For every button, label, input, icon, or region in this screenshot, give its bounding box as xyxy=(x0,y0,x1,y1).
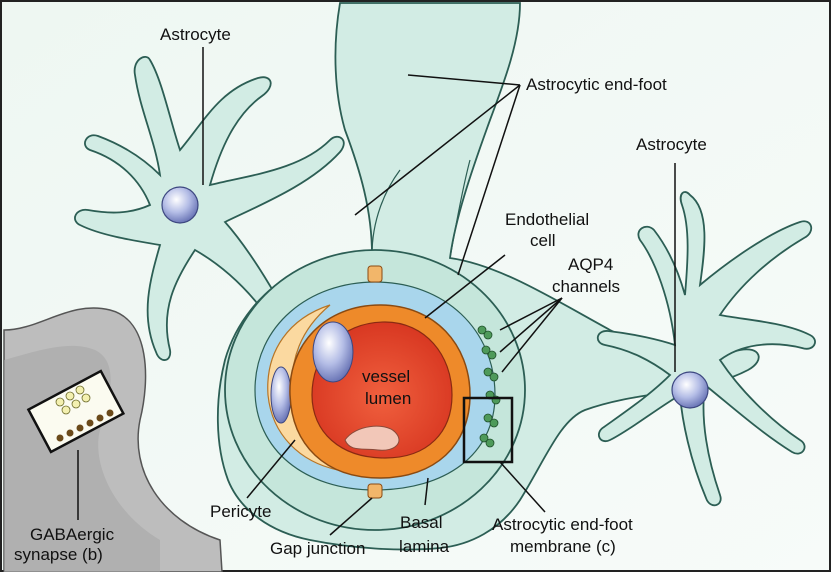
astrocyte-right-nucleus xyxy=(672,372,708,408)
label-astrocyte-top-left: Astrocyte xyxy=(160,25,231,44)
label-endothelial-1: Endothelial xyxy=(505,210,589,229)
label-basal-2: lamina xyxy=(399,537,450,556)
gap-junction-top xyxy=(368,266,382,282)
label-gaba-1: GABAergic xyxy=(30,525,115,544)
label-lumen-1: vessel xyxy=(362,367,410,386)
label-astrocyte-right: Astrocyte xyxy=(636,135,707,154)
label-endothelial-2: cell xyxy=(530,231,556,250)
label-aqp4-1: AQP4 xyxy=(568,255,613,274)
label-gap-junction: Gap junction xyxy=(270,539,365,558)
label-gaba-2: synapse (b) xyxy=(14,545,103,564)
gap-junction-bottom xyxy=(368,484,382,498)
pericyte-nucleus xyxy=(271,367,291,423)
label-pericyte: Pericyte xyxy=(210,502,271,521)
label-lumen-2: lumen xyxy=(365,389,411,408)
label-astrocytic-end-foot: Astrocytic end-foot xyxy=(526,75,667,94)
label-basal-1: Basal xyxy=(400,513,443,532)
label-aqp4-2: channels xyxy=(552,277,620,296)
label-membrane-1: Astrocytic end-foot xyxy=(492,515,633,534)
endothelial-nucleus xyxy=(313,322,353,382)
astrocyte-top-left-nucleus xyxy=(162,187,198,223)
label-membrane-2: membrane (c) xyxy=(510,537,616,556)
